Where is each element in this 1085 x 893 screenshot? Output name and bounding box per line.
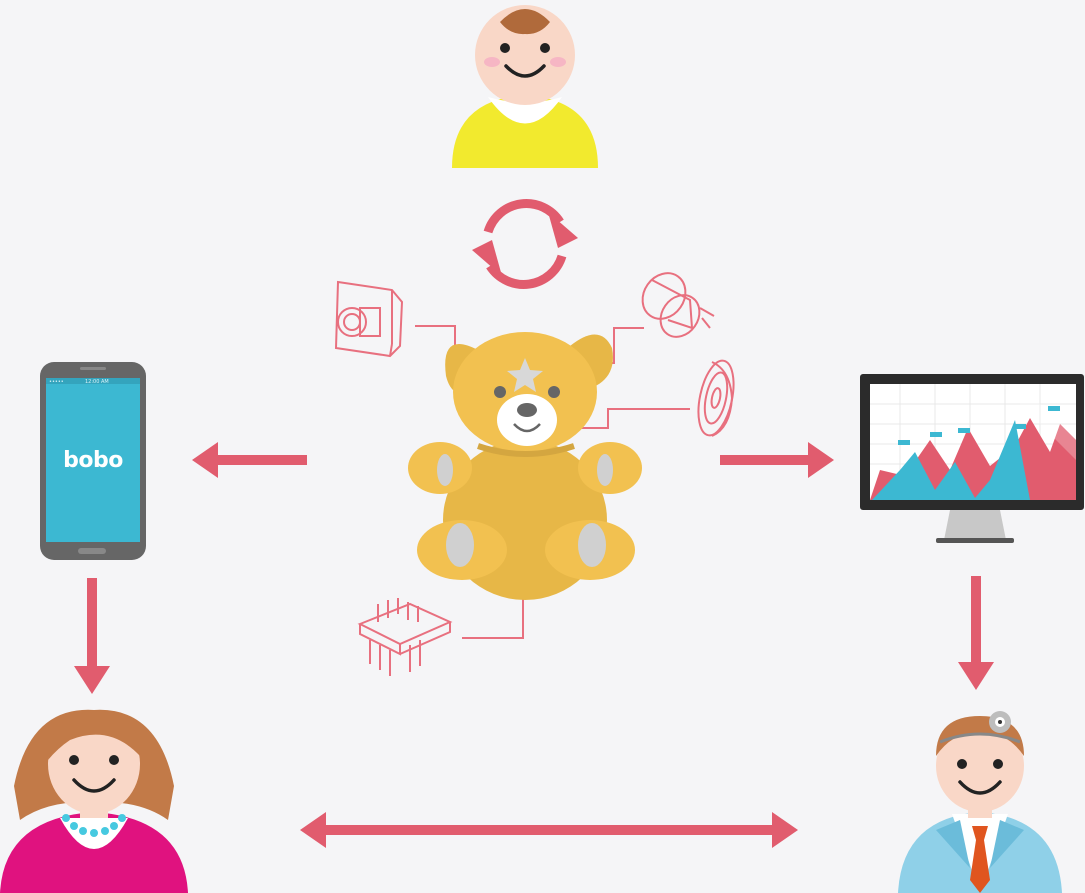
doctor-icon — [898, 711, 1062, 893]
flow-arrows — [74, 442, 994, 848]
baby-icon — [452, 5, 598, 168]
arrow-bear-to-phone — [192, 442, 307, 478]
smartphone-icon: ••••• 12:00 AM bobo — [40, 362, 146, 560]
teddy-bear-icon — [408, 332, 642, 600]
monitor-chart-teal — [872, 420, 1030, 500]
phone-status-time: 12:00 AM — [85, 379, 109, 385]
speaker-icon — [697, 359, 735, 437]
arrow-monitor-to-doctor — [958, 576, 994, 690]
necklace — [62, 814, 126, 837]
mother-icon — [0, 709, 188, 893]
monitor-chart-markers — [898, 406, 1060, 445]
arrow-phone-to-mother — [74, 578, 110, 694]
buzzer-icon — [641, 272, 715, 338]
sensor-chip-icon — [357, 598, 453, 676]
refresh-icon — [472, 199, 578, 289]
camera-module-icon — [334, 280, 404, 358]
phone-status-carrier: ••••• — [49, 379, 64, 385]
phone-app-name: bobo — [63, 448, 123, 473]
arrow-mother-doctor — [300, 812, 798, 848]
phone-screen — [46, 378, 140, 542]
monitor-icon — [860, 374, 1084, 543]
arrow-bear-to-monitor — [720, 442, 834, 478]
